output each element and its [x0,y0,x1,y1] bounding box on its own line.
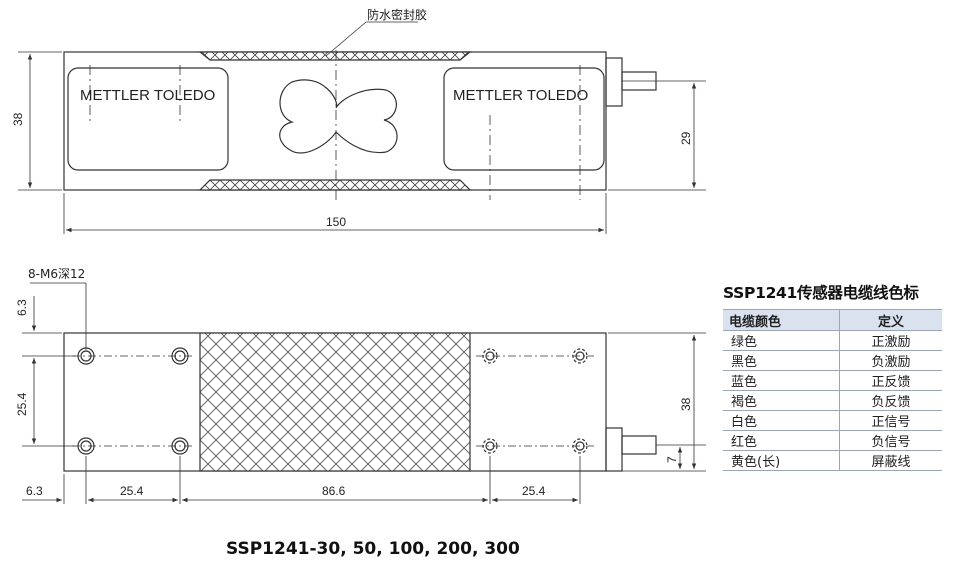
dim-right-spacing: 25.4 [522,484,546,498]
cell-color: 蓝色 [723,370,840,391]
cable-color-table: 电缆颜色 定义 绿色 正激励 黑色 负激励 蓝色 正反馈 褐色 负反馈 白色 [723,309,942,471]
dim-middle: 86.6 [322,484,346,498]
cell-color: 褐色 [723,390,840,411]
table-header-row: 电缆颜色 定义 [723,309,942,331]
dim-left-spacing: 25.4 [120,484,144,498]
model-caption: SSP1241-30, 50, 100, 200, 300 [226,539,520,559]
cable-color-table-block: SSP1241传感器电缆线色标 电缆颜色 定义 绿色 正激励 黑色 负激励 蓝色… [723,281,945,471]
cell-color: 绿色 [723,330,840,351]
dim-cable-height: 29 [679,131,693,145]
cell-definition: 正激励 [839,330,942,351]
top-seal-band-upper [198,51,472,61]
table-row: 黑色 负激励 [723,350,942,371]
table-row: 红色 负信号 [723,430,942,451]
cell-definition: 负信号 [839,430,942,451]
cell-definition: 正反馈 [839,370,942,391]
cell-definition: 正信号 [839,410,942,431]
brand-label-left: METTLER TOLEDO [80,87,215,104]
dim-bottom-hole-spacing-v: 25.4 [15,392,29,416]
cell-definition: 负反馈 [839,390,942,411]
dim-cable-offset: 7 [665,456,679,463]
top-seal-band-lower [198,179,472,191]
dim-left-edge: 6.3 [26,484,43,498]
table-row: 黄色(长) 屏蔽线 [723,450,942,471]
header-cable-color: 电缆颜色 [723,309,840,331]
bottom-view [22,282,706,504]
cable-gland-top [605,57,623,107]
seal-label: 防水密封胶 [367,7,427,22]
table-row: 白色 正信号 [723,410,942,431]
top-view [18,21,706,234]
brand-label-right: METTLER TOLEDO [453,87,588,104]
hole-note: 8-M6深12 [28,267,85,281]
table-row: 绿色 正激励 [723,330,942,351]
table-title: SSP1241传感器电缆线色标 [723,284,919,302]
cable-bottom [621,435,657,455]
cell-definition: 屏蔽线 [839,450,942,471]
bottom-seal-area [199,332,471,472]
header-definition: 定义 [839,309,942,331]
dim-top-height: 38 [11,112,25,126]
cell-color: 白色 [723,410,840,431]
cell-color: 黄色(长) [723,450,840,471]
top-view-body [63,51,607,191]
right-label-recess [443,67,605,171]
dim-top-width: 150 [326,215,346,229]
cell-definition: 负激励 [839,350,942,371]
cable-gland-bottom [605,427,623,472]
left-label-recess [67,67,229,171]
cell-color: 黑色 [723,350,840,371]
center-cutout [279,79,398,154]
cell-color: 红色 [723,430,840,451]
table-row: 蓝色 正反馈 [723,370,942,391]
dim-bottom-top-offset: 6.3 [15,299,29,316]
table-row: 褐色 负反馈 [723,390,942,411]
dim-bottom-height: 38 [679,397,693,411]
